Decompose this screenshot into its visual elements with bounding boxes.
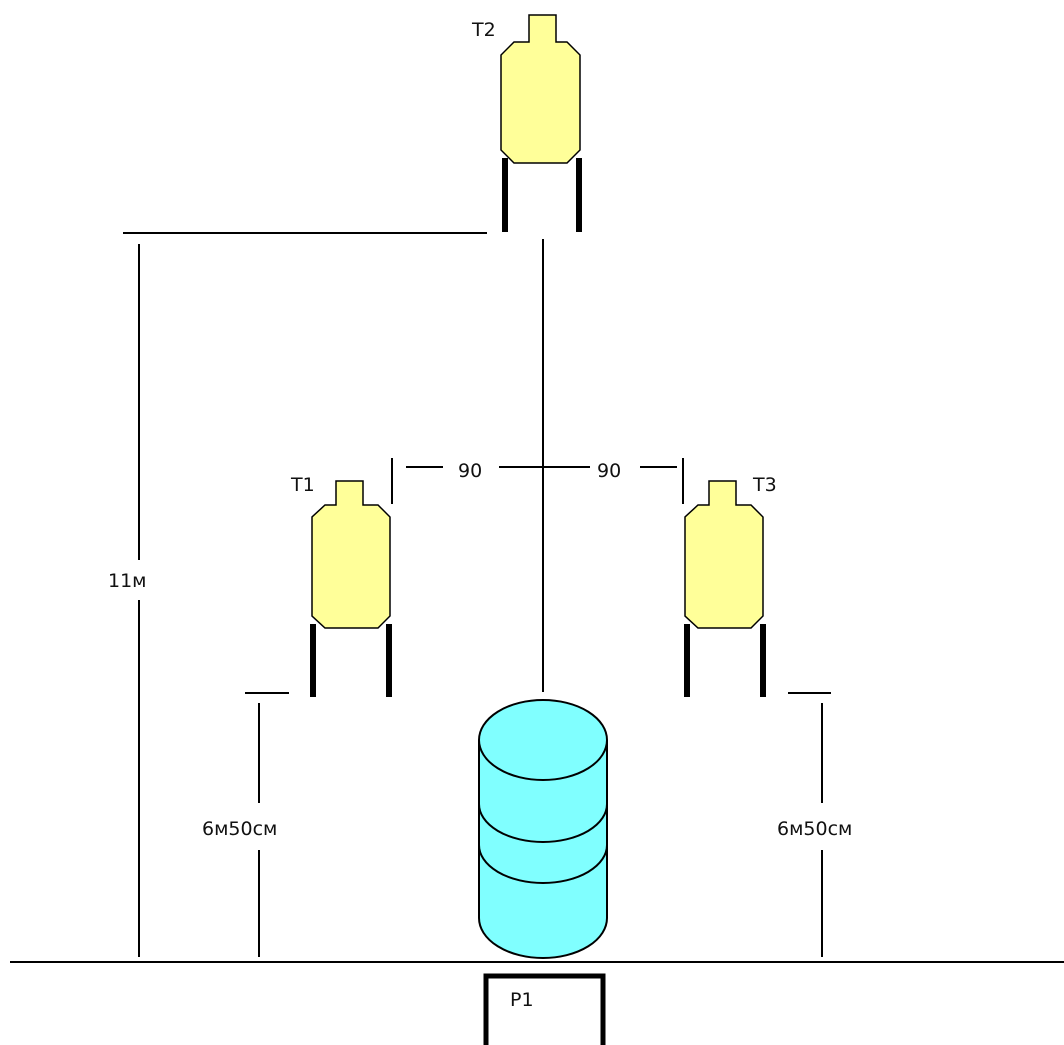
barrel-ring-lower <box>478 844 608 884</box>
right-spacing-label: 90 <box>597 460 621 482</box>
barrel-body <box>478 740 608 959</box>
barrel <box>478 699 608 959</box>
position-label: P1 <box>510 989 534 1011</box>
left-depth-label: 6м50см <box>202 818 277 840</box>
shooting-position-box: P1 <box>483 973 606 1045</box>
target-t3-silhouette <box>684 480 764 629</box>
target-t2: T2 <box>471 14 582 232</box>
target-t1-label: T1 <box>290 474 315 496</box>
target-t1: T1 <box>290 474 392 697</box>
barrel-ring-upper <box>478 803 608 843</box>
left-spacing-label: 90 <box>458 460 482 482</box>
total-depth-label: 11м <box>108 570 147 592</box>
spacing-dimension: 90 90 <box>391 458 684 504</box>
target-t3: T3 <box>684 474 777 697</box>
target-t1-silhouette <box>311 480 391 629</box>
target-t3-label: T3 <box>752 474 777 496</box>
right-depth-label: 6м50см <box>777 818 852 840</box>
target-t2-silhouette <box>500 14 581 164</box>
right-depth-dimension: 6м50см <box>777 692 852 957</box>
total-depth-dimension: 11м <box>108 232 487 957</box>
left-depth-dimension: 6м50см <box>202 692 289 957</box>
barrel-top <box>478 699 608 781</box>
target-t2-label: T2 <box>471 19 496 41</box>
